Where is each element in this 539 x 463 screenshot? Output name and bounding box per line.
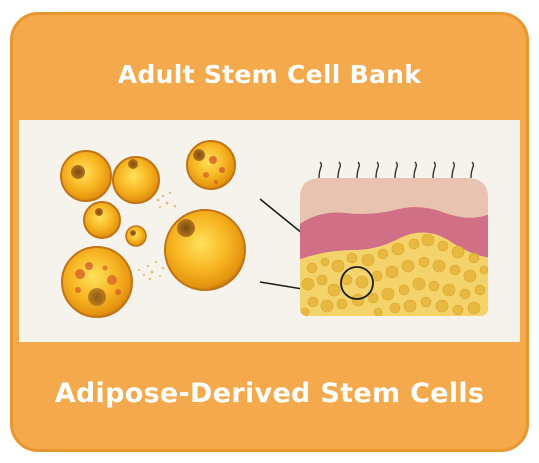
speckles bbox=[137, 191, 177, 281]
stem-cell bbox=[112, 156, 160, 204]
skin-cross-section-icon bbox=[300, 161, 488, 316]
card-title: Adult Stem Cell Bank bbox=[117, 60, 422, 89]
hairs bbox=[318, 161, 475, 179]
stem-cell bbox=[60, 150, 112, 202]
stem-cell bbox=[125, 225, 147, 247]
stem-cell bbox=[83, 201, 121, 239]
stem-cell-cluster-icon bbox=[60, 140, 246, 318]
stem-cell bbox=[61, 246, 133, 318]
card-subtitle: Adipose-Derived Stem Cells bbox=[54, 378, 485, 409]
stem-cell bbox=[164, 209, 246, 291]
stem-cell bbox=[186, 140, 236, 190]
magnifier-circle-icon bbox=[340, 266, 374, 300]
